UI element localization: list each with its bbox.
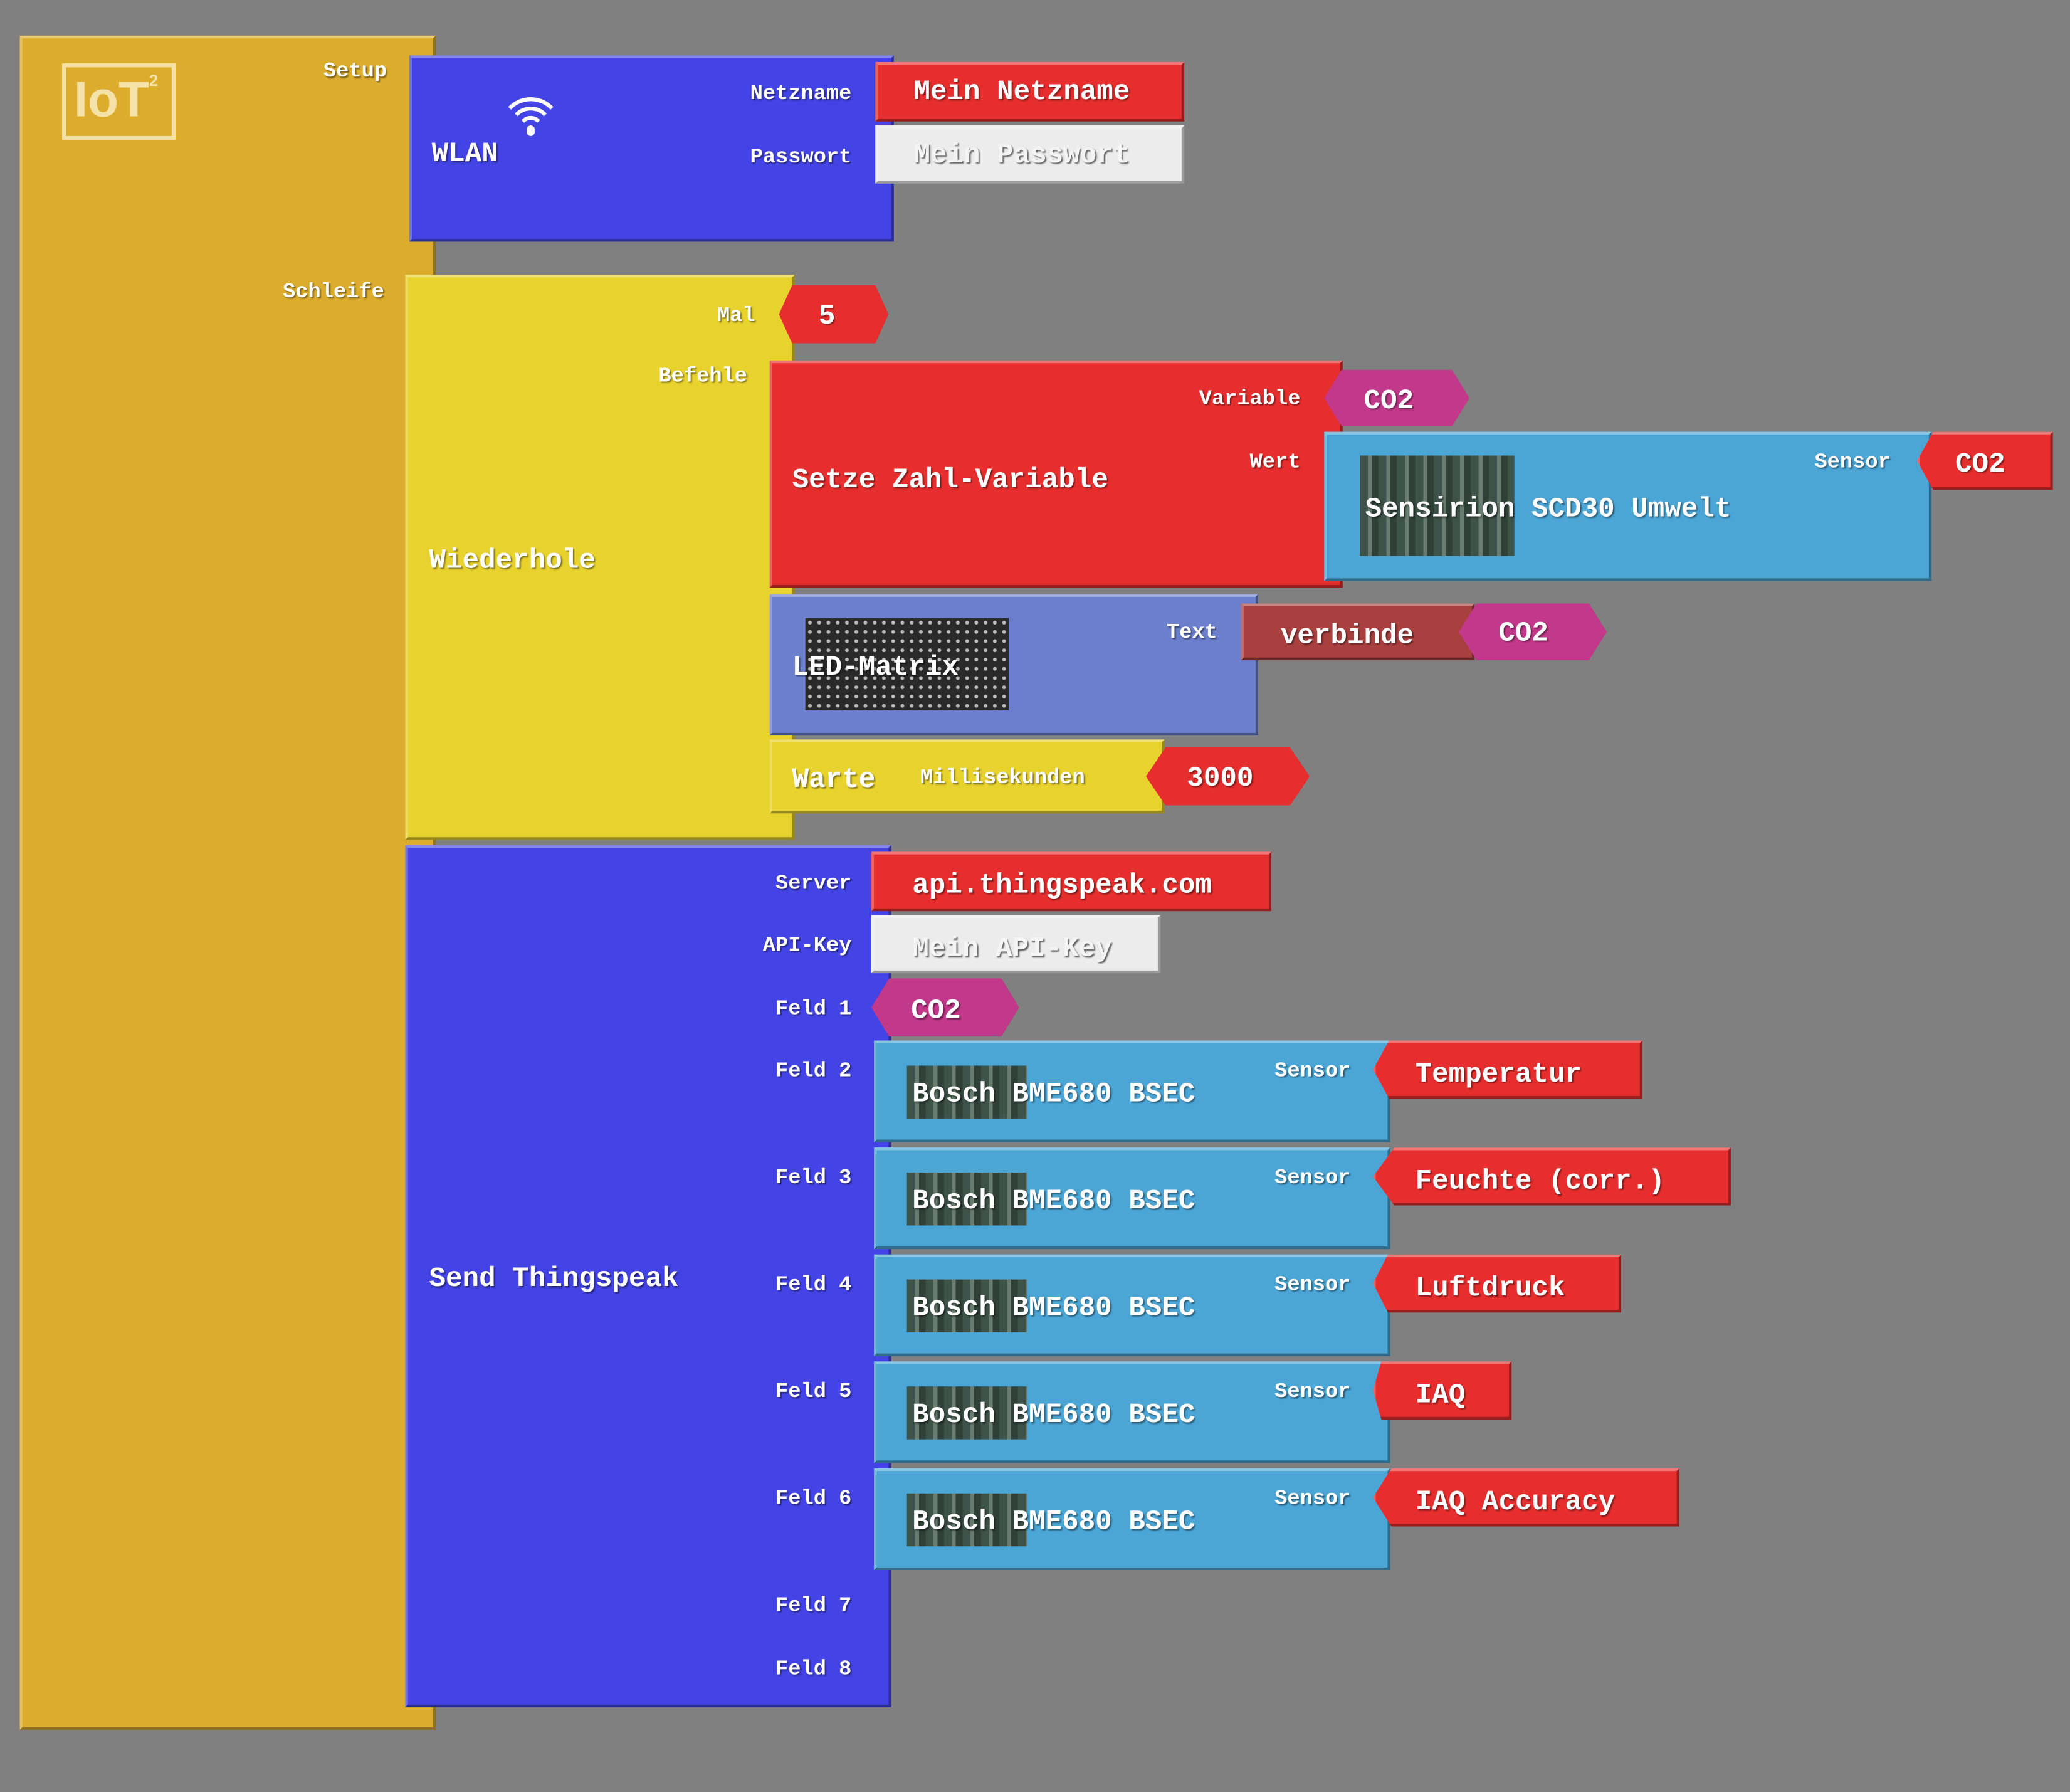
join-label: verbinde xyxy=(1280,621,1414,653)
thingspeak-title: Send Thingspeak xyxy=(429,1265,679,1295)
field-label-1: Feld 1 xyxy=(775,997,852,1021)
iot-logo: IoT2 xyxy=(61,63,176,140)
bme680-sensor-value: Luftdruck xyxy=(1415,1274,1565,1305)
bme680-sensor-value: IAQ xyxy=(1415,1381,1466,1412)
bme680-title: Bosch BME680 BSEC xyxy=(912,1080,1195,1111)
bme680-sensor-value: IAQ Accuracy xyxy=(1415,1488,1616,1519)
wlan-block[interactable] xyxy=(409,55,894,242)
scd30-image xyxy=(1360,455,1515,556)
times-input[interactable]: 5 xyxy=(779,285,889,344)
wait-block[interactable] xyxy=(769,739,1165,814)
commands-label: Befehle xyxy=(658,364,747,389)
bme680-sensor-label: Sensor xyxy=(1274,1273,1351,1297)
password-input[interactable]: Mein Passwort xyxy=(875,125,1185,184)
field1-value: CO2 xyxy=(911,997,961,1028)
variable-co2-value: CO2 xyxy=(1363,387,1414,418)
apikey-label: API-Key xyxy=(762,933,852,957)
join-co2-value: CO2 xyxy=(1498,619,1548,650)
variable-co2[interactable]: CO2 xyxy=(1324,369,1469,427)
bme680-sensor-block[interactable] xyxy=(874,1468,1390,1571)
bme680-title: Bosch BME680 BSEC xyxy=(912,1294,1195,1325)
field1-co2[interactable]: CO2 xyxy=(871,978,1019,1037)
password-value: Mein Passwort xyxy=(913,141,1130,172)
server-label: Server xyxy=(775,871,852,895)
field-label-4: Feld 4 xyxy=(775,1273,852,1297)
wait-title: Warte xyxy=(792,766,876,796)
field-label-7: Feld 7 xyxy=(775,1593,852,1618)
set-variable-block[interactable] xyxy=(769,360,1343,588)
set-variable-title: Setze Zahl-Variable xyxy=(792,466,1108,497)
bme680-sensor-label: Sensor xyxy=(1274,1059,1351,1083)
server-value: api.thingspeak.com xyxy=(912,871,1212,902)
setup-label: Setup xyxy=(323,59,387,83)
bme680-sensor-select[interactable]: IAQ Accuracy xyxy=(1373,1468,1679,1527)
bme680-sensor-label: Sensor xyxy=(1274,1379,1351,1404)
bme680-image xyxy=(906,1065,1027,1119)
loop-label: Schleife xyxy=(283,280,384,304)
scd30-sensor-label: Sensor xyxy=(1814,450,1891,475)
field-label-2: Feld 2 xyxy=(775,1059,852,1083)
password-label: Passwort xyxy=(750,145,852,169)
thingspeak-block[interactable] xyxy=(405,845,891,1708)
wifi-icon xyxy=(508,97,554,136)
bme680-sensor-select[interactable]: Luftdruck xyxy=(1373,1254,1622,1313)
join-block[interactable]: verbinde xyxy=(1241,603,1475,660)
led-matrix-title: LED-Matrix xyxy=(792,653,959,684)
ssid-input[interactable]: Mein Netzname xyxy=(875,61,1185,122)
scd30-sensor-value: CO2 xyxy=(1955,450,2005,481)
times-label: Mal xyxy=(717,303,755,328)
bme680-sensor-select[interactable]: Temperatur xyxy=(1373,1040,1642,1099)
scd30-title: Sensirion SCD30 Umwelt xyxy=(1365,495,1731,526)
apikey-input[interactable]: Mein API-Key xyxy=(871,915,1161,974)
bme680-title: Bosch BME680 BSEC xyxy=(912,1508,1195,1539)
ms-label: Millisekunden xyxy=(920,766,1085,790)
bme680-image xyxy=(906,1493,1027,1547)
repeat-title: Wiederhole xyxy=(429,546,596,577)
repeat-block[interactable] xyxy=(405,275,795,840)
ms-value: 3000 xyxy=(1187,764,1254,795)
bme680-sensor-select[interactable]: IAQ xyxy=(1373,1361,1512,1420)
field-label-6: Feld 6 xyxy=(775,1487,852,1511)
times-value: 5 xyxy=(818,302,836,333)
field-label-8: Feld 8 xyxy=(775,1657,852,1681)
bme680-image xyxy=(906,1279,1027,1332)
variable-label: Variable xyxy=(1199,387,1301,411)
field-label-5: Feld 5 xyxy=(775,1379,852,1404)
bme680-sensor-label: Sensor xyxy=(1274,1487,1351,1511)
ssid-label: Netzname xyxy=(750,82,852,106)
ms-input[interactable]: 3000 xyxy=(1146,747,1310,806)
text-label: Text xyxy=(1166,620,1217,645)
ssid-value: Mein Netzname xyxy=(913,78,1130,108)
bme680-image xyxy=(906,1173,1027,1226)
field-label-3: Feld 3 xyxy=(775,1166,852,1190)
bme680-sensor-label: Sensor xyxy=(1274,1166,1351,1190)
bme680-sensor-value: Feuchte (corr.) xyxy=(1415,1167,1665,1198)
led-matrix-image xyxy=(805,618,1009,711)
bme680-title: Bosch BME680 BSEC xyxy=(912,1401,1195,1431)
bme680-sensor-value: Temperatur xyxy=(1415,1060,1582,1091)
bme680-sensor-select[interactable]: Feuchte (corr.) xyxy=(1373,1147,1731,1206)
join-co2[interactable]: CO2 xyxy=(1459,603,1607,660)
apikey-value: Mein API-Key xyxy=(912,935,1112,966)
server-input[interactable]: api.thingspeak.com xyxy=(871,851,1272,912)
bme680-image xyxy=(906,1386,1027,1440)
bme680-title: Bosch BME680 BSEC xyxy=(912,1187,1195,1218)
value-label: Wert xyxy=(1249,450,1301,475)
wlan-title: WLAN xyxy=(431,140,498,171)
iot-main-block[interactable] xyxy=(19,35,436,1730)
scd30-sensor-select[interactable]: CO2 xyxy=(1916,431,2053,490)
